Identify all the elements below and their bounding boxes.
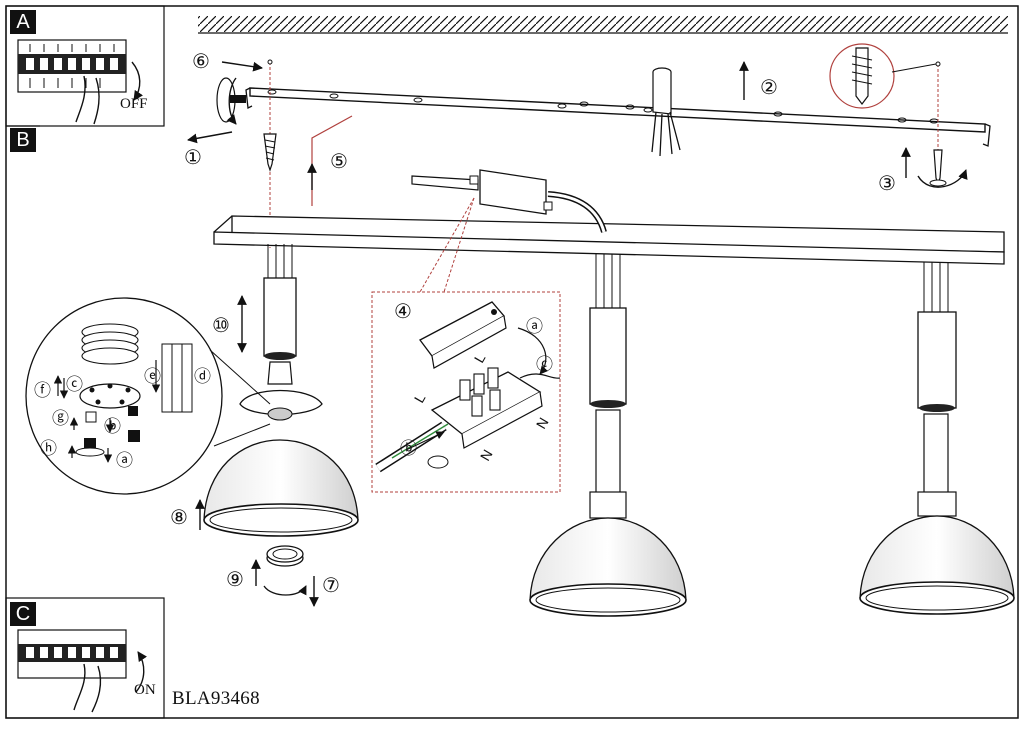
detail-g-label: ⓖ (52, 409, 69, 428)
step-2-label: ② (760, 77, 778, 99)
substep-a-label: ⓐ (526, 317, 543, 336)
breaker-box-on (17, 629, 127, 713)
breaker-box-off (17, 39, 127, 125)
substep-b-label: ⓑ (400, 439, 417, 458)
page-frame (5, 5, 1019, 719)
magnified-detail (25, 297, 271, 495)
panel-a (5, 5, 165, 127)
arrow-rotate-ring (263, 585, 307, 596)
step-5-label: ⑤ (330, 151, 348, 173)
terminal-l-label-left: L (411, 391, 429, 406)
arrow-step-3-rotate (917, 169, 968, 188)
mounting-bracket (245, 87, 991, 147)
pendant-right (859, 262, 1015, 615)
terminal-n-label-bottom: N (477, 447, 496, 464)
switch-off-label: OFF (120, 96, 148, 112)
detail-d-label: ⓓ (194, 367, 211, 386)
step-4-label: ④ (394, 301, 412, 323)
connector-box (411, 169, 607, 233)
panel-a-tag: A (10, 10, 36, 34)
step-9-label: ⑨ (226, 569, 244, 591)
step-6-label: ⑥ (192, 51, 210, 73)
detail-h-label: ⓗ (40, 439, 57, 458)
step-8-label: ⑧ (170, 507, 188, 529)
canopy-plate (213, 215, 1005, 265)
terminal-n-label-right: N (533, 415, 552, 432)
panel-b-tag: B (10, 128, 36, 152)
pendant-left (203, 244, 359, 567)
step-10-label: ⑩ (212, 315, 230, 337)
arrow-step-6-rotate (226, 77, 237, 125)
wiring-detail (371, 197, 561, 493)
ceiling (198, 16, 1008, 34)
model-code: BLA93468 (172, 688, 260, 709)
switch-on-arrow (135, 651, 147, 693)
right-fixing (829, 43, 947, 187)
detail-c-label: ⓒ (66, 375, 83, 394)
detail-a-label: ⓐ (116, 451, 133, 470)
step-1-label: ① (184, 147, 202, 169)
detail-f-label: ⓕ (34, 381, 51, 400)
arrow-step-6 (221, 61, 263, 72)
detail-e-label: ⓔ (144, 367, 161, 386)
pendant-middle (529, 254, 687, 617)
detail-b-label: ⓑ (104, 417, 121, 436)
switch-on-label: ON (134, 682, 156, 698)
substep-c-label: ⓒ (536, 355, 553, 374)
step-3-label: ③ (878, 173, 896, 195)
panel-c-tag: C (10, 602, 36, 626)
terminal-l-label-top: L (471, 351, 489, 366)
panel-c (5, 597, 165, 719)
step-7-label: ⑦ (322, 575, 340, 597)
ceiling-cable (651, 67, 681, 157)
switch-off-arrow (131, 61, 143, 101)
arrow-step-1 (187, 131, 233, 144)
